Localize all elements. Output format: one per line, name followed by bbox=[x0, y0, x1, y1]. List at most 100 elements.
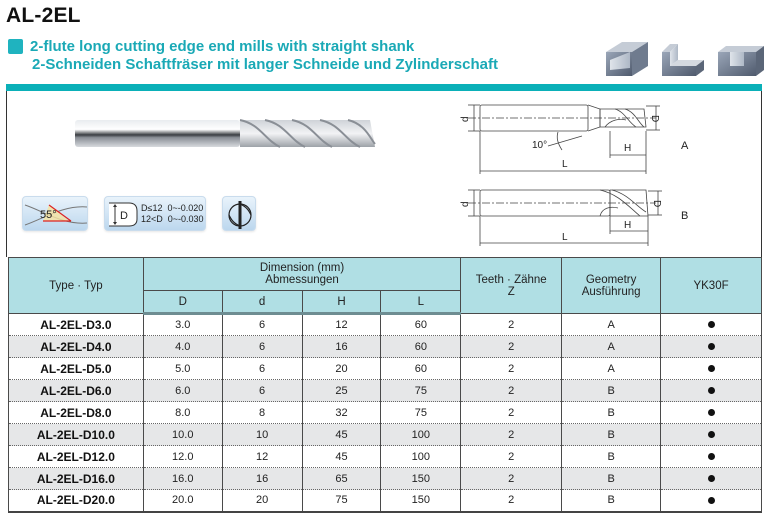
cell-h: 20 bbox=[301, 357, 382, 380]
cell-type: AL-2EL-D20.0 bbox=[8, 489, 144, 513]
cell-d: 5.0 bbox=[142, 357, 223, 380]
cell-type: AL-2EL-D8.0 bbox=[8, 401, 144, 424]
tolerance-text: D≤12 0~-0.020 12<D 0~-0.030 bbox=[141, 203, 204, 224]
diameter-tolerance-icon: D D≤12 0~-0.020 12<D 0~-0.030 bbox=[104, 196, 206, 231]
section-divider bbox=[6, 84, 762, 91]
availability-dot-icon bbox=[707, 496, 715, 504]
cell-type: AL-2EL-D6.0 bbox=[8, 379, 144, 402]
cell-d: 12 bbox=[221, 445, 303, 468]
cell-l: 100 bbox=[380, 445, 462, 468]
cell-h: 75 bbox=[301, 489, 382, 513]
cell-z: 2 bbox=[460, 401, 563, 424]
header-dimension: Dimension (mm) Abmessungen bbox=[142, 257, 462, 291]
availability-dot-icon bbox=[707, 431, 715, 439]
svg-text:H: H bbox=[624, 220, 631, 231]
svg-text:L: L bbox=[562, 159, 568, 170]
availability-dot-icon bbox=[707, 475, 715, 483]
svg-text:55°: 55° bbox=[40, 209, 57, 221]
cell-grade bbox=[660, 401, 762, 424]
cell-geometry: A bbox=[561, 357, 662, 380]
two-flute-icon bbox=[222, 196, 256, 231]
cell-l: 60 bbox=[380, 313, 462, 336]
cell-z: 2 bbox=[460, 313, 563, 336]
cell-h: 65 bbox=[301, 467, 382, 490]
svg-text:D: D bbox=[649, 115, 660, 122]
cell-l: 75 bbox=[380, 401, 462, 424]
cell-type: AL-2EL-D4.0 bbox=[8, 335, 144, 358]
cell-d: 6 bbox=[221, 335, 303, 358]
cell-geometry: B bbox=[561, 445, 662, 468]
cell-d: 10.0 bbox=[142, 423, 223, 446]
svg-text:10°: 10° bbox=[532, 140, 547, 151]
cell-geometry: B bbox=[561, 379, 662, 402]
cell-d: 6.0 bbox=[142, 379, 223, 402]
header-geometry-en: Geometry bbox=[585, 273, 637, 286]
cell-grade bbox=[660, 335, 762, 358]
availability-dot-icon bbox=[707, 343, 715, 351]
svg-text:D: D bbox=[651, 200, 662, 207]
cell-d: 10 bbox=[221, 423, 303, 446]
machining-profiles-icon bbox=[606, 42, 764, 76]
cell-l: 100 bbox=[380, 423, 462, 446]
cell-h: 32 bbox=[301, 401, 382, 424]
cell-d: 6 bbox=[221, 357, 303, 380]
header-teeth-label: Teeth · Zähne bbox=[475, 273, 547, 286]
cell-d: 12.0 bbox=[142, 445, 223, 468]
cell-grade bbox=[660, 467, 762, 490]
svg-text:D: D bbox=[120, 210, 128, 222]
header-teeth: Teeth · Zähne Z bbox=[460, 257, 563, 314]
cell-grade bbox=[660, 357, 762, 380]
cell-d: 16 bbox=[221, 467, 303, 490]
availability-dot-icon bbox=[707, 387, 715, 395]
geometry-a-label: A bbox=[681, 140, 689, 152]
cell-grade bbox=[660, 313, 762, 336]
geometry-b-label: B bbox=[681, 210, 689, 222]
end-mill-photo bbox=[75, 119, 376, 148]
header-teeth-z: Z bbox=[507, 285, 515, 298]
header-geometry: Geometry Ausführung bbox=[561, 257, 662, 314]
cell-l: 60 bbox=[380, 335, 462, 358]
header-geometry-de: Ausführung bbox=[581, 285, 641, 298]
cell-z: 2 bbox=[460, 489, 563, 513]
cell-h: 12 bbox=[301, 313, 382, 336]
cell-type: AL-2EL-D5.0 bbox=[8, 357, 144, 380]
cell-d: 6 bbox=[221, 379, 303, 402]
cell-type: AL-2EL-D3.0 bbox=[8, 313, 144, 336]
helix-angle-icon: 55° bbox=[22, 196, 88, 231]
header-grade: YK30F bbox=[660, 257, 762, 314]
spec-table: Type · Typ Dimension (mm) Abmessungen Te… bbox=[8, 257, 762, 513]
header-D: D bbox=[142, 290, 223, 315]
cell-z: 2 bbox=[460, 357, 563, 380]
cell-type: AL-2EL-D10.0 bbox=[8, 423, 144, 446]
cell-h: 45 bbox=[301, 423, 382, 446]
header-dimension-en: Dimension (mm) bbox=[259, 262, 345, 274]
illustration-panel bbox=[6, 91, 762, 257]
header-dimension-de: Abmessungen bbox=[265, 274, 339, 286]
cell-geometry: B bbox=[561, 401, 662, 424]
svg-text:L: L bbox=[562, 232, 568, 243]
cell-z: 2 bbox=[460, 423, 563, 446]
cell-d: 4.0 bbox=[142, 335, 223, 358]
cell-d: 20.0 bbox=[142, 489, 223, 513]
cell-type: AL-2EL-D16.0 bbox=[8, 467, 144, 490]
header-L: L bbox=[380, 290, 462, 315]
product-title: AL-2EL bbox=[6, 4, 81, 27]
cell-geometry: B bbox=[561, 467, 662, 490]
subtitle-english: 2-flute long cutting edge end mills with… bbox=[30, 38, 415, 55]
cell-h: 16 bbox=[301, 335, 382, 358]
cell-d: 8 bbox=[221, 401, 303, 424]
header-d: d bbox=[221, 290, 303, 315]
cell-d: 6 bbox=[221, 313, 303, 336]
cell-geometry: B bbox=[561, 489, 662, 513]
cell-grade bbox=[660, 489, 762, 513]
cell-l: 150 bbox=[380, 489, 462, 513]
cell-grade bbox=[660, 445, 762, 468]
cell-geometry: A bbox=[561, 313, 662, 336]
cell-grade bbox=[660, 423, 762, 446]
availability-dot-icon bbox=[707, 321, 715, 329]
